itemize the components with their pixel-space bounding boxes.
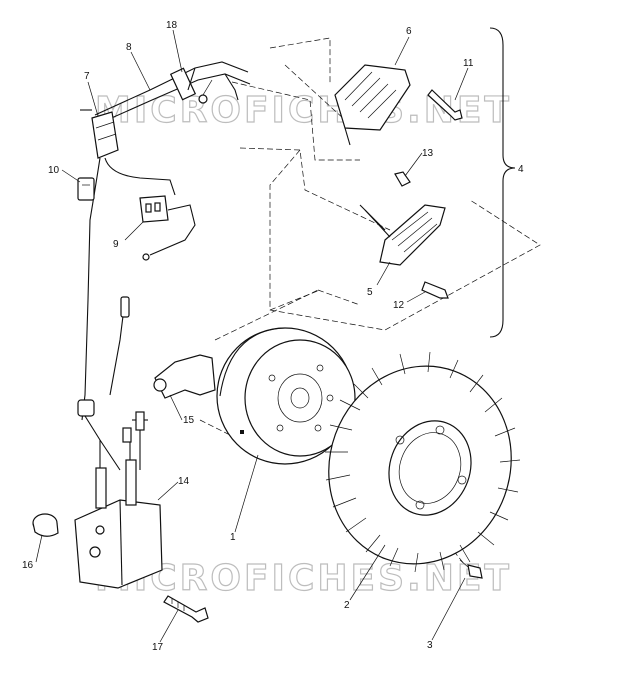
flywheel-1 — [216, 327, 356, 465]
callout-5: 5 — [367, 287, 373, 298]
callout-6: 6 — [406, 26, 412, 37]
callout-2: 2 — [344, 600, 350, 611]
connector-bracket — [91, 111, 119, 159]
connector-10 — [77, 177, 95, 201]
bolt-11 — [427, 89, 463, 121]
cooling-fan-2 — [325, 351, 521, 573]
callout-labels: 1 2 3 4 5 6 7 8 9 10 11 12 13 14 15 16 1… — [22, 20, 524, 653]
callout-9: 9 — [113, 239, 119, 250]
callout-7: 7 — [84, 71, 90, 82]
callout-1: 1 — [230, 532, 236, 543]
assembly-bracket — [489, 27, 516, 338]
callout-17: 17 — [152, 642, 164, 653]
callout-4: 4 — [518, 164, 524, 175]
cdi-unit-14 — [74, 411, 163, 589]
bolt-17 — [163, 595, 209, 623]
watermark-top: MICROFICHES.NET — [95, 90, 512, 131]
wiring-harness — [80, 61, 251, 125]
leader-lines — [35, 29, 469, 643]
charge-coil-6 — [334, 64, 411, 146]
callout-16: 16 — [22, 560, 34, 571]
callout-11: 11 — [463, 58, 474, 69]
bolt-13 — [394, 171, 411, 187]
watermark-bottom: MICROFICHES.NET — [95, 558, 512, 599]
callout-3: 3 — [427, 640, 433, 651]
bolt-3 — [459, 559, 483, 579]
pulser-coil-5 — [359, 204, 446, 266]
callout-10: 10 — [48, 165, 60, 176]
wire-clip — [77, 399, 121, 471]
callout-13: 13 — [422, 148, 434, 159]
terminal-plug — [120, 296, 130, 318]
callout-18: 18 — [166, 20, 178, 31]
callout-15: 15 — [183, 415, 195, 426]
coupler-9 — [139, 195, 196, 261]
callout-12: 12 — [393, 300, 405, 311]
rubber-cap-16 — [32, 513, 59, 537]
plug-cap-15 — [132, 354, 216, 440]
callout-14: 14 — [178, 476, 190, 487]
bolt-12 — [421, 281, 449, 299]
callout-8: 8 — [126, 42, 132, 53]
